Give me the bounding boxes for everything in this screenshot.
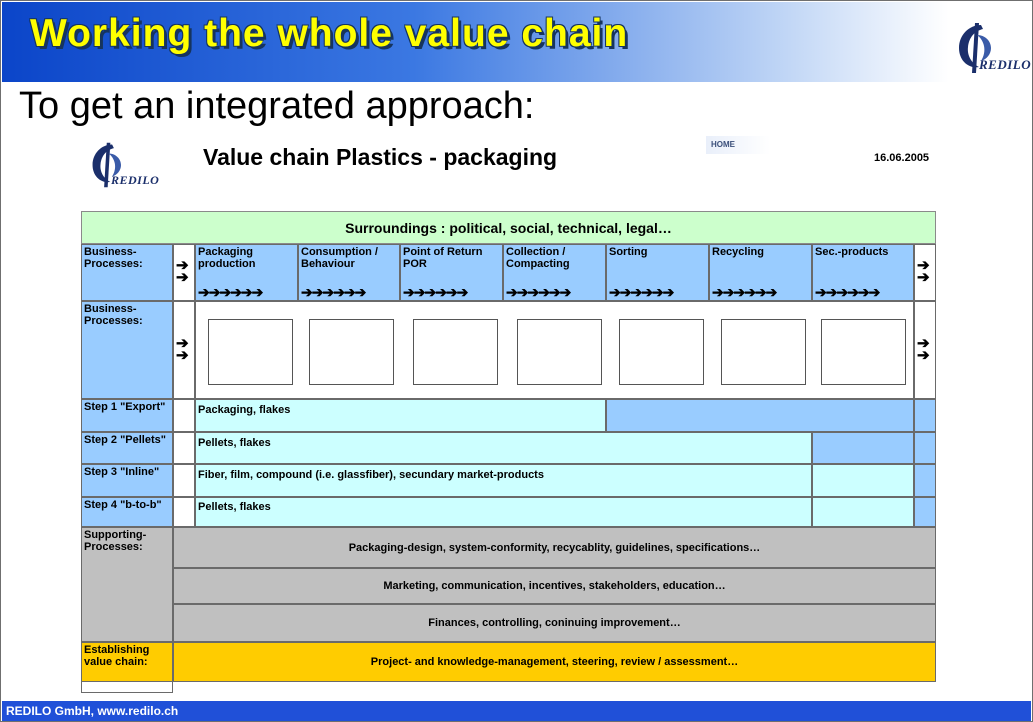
footer: REDILO GmbH, www.redilo.ch [2, 701, 1031, 721]
arrow-icon: ➔ [176, 269, 189, 286]
step-4-gap [173, 497, 195, 527]
supporting-row-2: Marketing, communication, incentives, st… [173, 568, 936, 604]
arrows-icon: ➔➔➔➔➔➔ [198, 284, 263, 300]
arrows-icon: ➔➔➔➔➔➔ [815, 284, 880, 300]
illustration-consumption [309, 319, 394, 385]
step-3-text: Fiber, film, compound (i.e. glassfiber),… [195, 464, 812, 497]
step-2-label: Step 2 "Pellets" [81, 432, 173, 464]
process-sec-products: Sec.-products ➔➔➔➔➔➔ [812, 244, 914, 301]
step-3-gap [173, 464, 195, 497]
illustration-packaging-production [208, 319, 293, 385]
arrows-icon: ➔➔➔➔➔➔ [712, 284, 777, 300]
step-4-label: Step 4 "b-to-b" [81, 497, 173, 527]
illustration-collection [517, 319, 602, 385]
step-4-end [914, 497, 936, 527]
step-1-text: Packaging, flakes [195, 399, 606, 432]
process-sorting: Sorting ➔➔➔➔➔➔ [606, 244, 709, 301]
illustration-sec-products [821, 319, 906, 385]
home-button[interactable]: HOME [706, 136, 770, 154]
step-3-label: Step 3 "Inline" [81, 464, 173, 497]
process-label: Sorting [609, 246, 648, 258]
redilo-logo: REDILO [951, 21, 1031, 81]
arrows-icon: ➔➔➔➔➔➔ [301, 284, 366, 300]
redilo-logo-small-icon [92, 142, 121, 188]
supporting-row-1: Packaging-design, system-conformity, rec… [173, 527, 936, 568]
supporting-text: Marketing, communication, incentives, st… [383, 580, 726, 592]
process-row-label: Business-Processes: [81, 244, 173, 301]
images-row-body [195, 301, 914, 399]
arrow-icon: ➔ [176, 257, 189, 274]
slide-title: Working the whole value chain [30, 12, 629, 55]
images-row-arrow-right: ➔ ➔ [914, 301, 936, 399]
arrows-icon: ➔➔➔➔➔➔ [609, 284, 674, 300]
process-label: Recycling [712, 246, 764, 258]
supporting-label: Supporting-Processes: [81, 527, 173, 642]
step-4-text: Pellets, flakes [195, 497, 812, 527]
step-1-end [914, 399, 936, 432]
date-label: 16.06.2005 [874, 152, 930, 164]
step-2-end [914, 432, 936, 464]
surroundings-row: Surroundings : political, social, techni… [81, 211, 936, 244]
value-chain-table: Surroundings : political, social, techni… [81, 211, 936, 693]
process-label: Sec.-products [815, 246, 889, 258]
establishing-bottom [81, 682, 173, 693]
process-label: Point of Return POR [403, 246, 483, 270]
step-1-gap [173, 399, 195, 432]
redilo-logo-small-text: REDILO [111, 173, 160, 187]
process-point-of-return: Point of Return POR ➔➔➔➔➔➔ [400, 244, 503, 301]
illustration-point-of-return [413, 319, 498, 385]
process-packaging-production: Packaging production ➔➔➔➔➔➔ [195, 244, 298, 301]
surroundings-text: Surroundings : political, social, techni… [345, 219, 672, 236]
establishing-row: Project- and knowledge-management, steer… [173, 642, 936, 682]
step-3-fill [812, 464, 914, 497]
arrow-icon: ➔ [176, 335, 189, 352]
process-recycling: Recycling ➔➔➔➔➔➔ [709, 244, 812, 301]
step-3-end [914, 464, 936, 497]
process-label: Consumption / Behaviour [301, 246, 378, 270]
illustration-sorting [619, 319, 704, 385]
arrow-icon: ➔ [917, 269, 930, 286]
arrow-icon: ➔ [917, 347, 930, 364]
establishing-text: Project- and knowledge-management, steer… [370, 656, 739, 668]
supporting-text: Packaging-design, system-conformity, rec… [348, 541, 761, 554]
redilo-logo-icon [959, 23, 991, 73]
process-collection: Collection / Compacting ➔➔➔➔➔➔ [503, 244, 606, 301]
arrows-icon: ➔➔➔➔➔➔ [506, 284, 571, 300]
step-1-fill [606, 399, 914, 432]
slide-subtitle: To get an integrated approach: [19, 85, 535, 127]
redilo-logo-small: REDILO [85, 141, 185, 196]
images-row-label: Business-Processes: [81, 301, 173, 399]
arrow-icon: ➔ [917, 335, 930, 352]
images-row-arrow-left: ➔ ➔ [173, 301, 195, 399]
title-bar: Working the whole value chain [2, 2, 1031, 82]
process-label: Packaging production [198, 246, 256, 270]
process-consumption: Consumption / Behaviour ➔➔➔➔➔➔ [298, 244, 400, 301]
step-4-fill [812, 497, 914, 527]
process-row-arrow-right: ➔ ➔ [914, 244, 936, 301]
step-1-label: Step 1 "Export" [81, 399, 173, 432]
value-chain-heading: Value chain Plastics - packaging [203, 144, 558, 170]
supporting-text: Finances, controlling, coninuing improve… [428, 617, 681, 629]
establishing-label: Establishing value chain: [81, 642, 173, 682]
supporting-row-3: Finances, controlling, coninuing improve… [173, 604, 936, 642]
arrows-icon: ➔➔➔➔➔➔ [403, 284, 468, 300]
step-2-text: Pellets, flakes [195, 432, 812, 464]
arrow-icon: ➔ [176, 347, 189, 364]
illustration-recycling [721, 319, 806, 385]
redilo-logo-text: REDILO [979, 57, 1032, 72]
step-2-gap [173, 432, 195, 464]
process-label: Collection / Compacting [506, 246, 570, 270]
step-2-fill [812, 432, 914, 464]
arrow-icon: ➔ [917, 257, 930, 274]
process-row-arrow-left: ➔ ➔ [173, 244, 195, 301]
